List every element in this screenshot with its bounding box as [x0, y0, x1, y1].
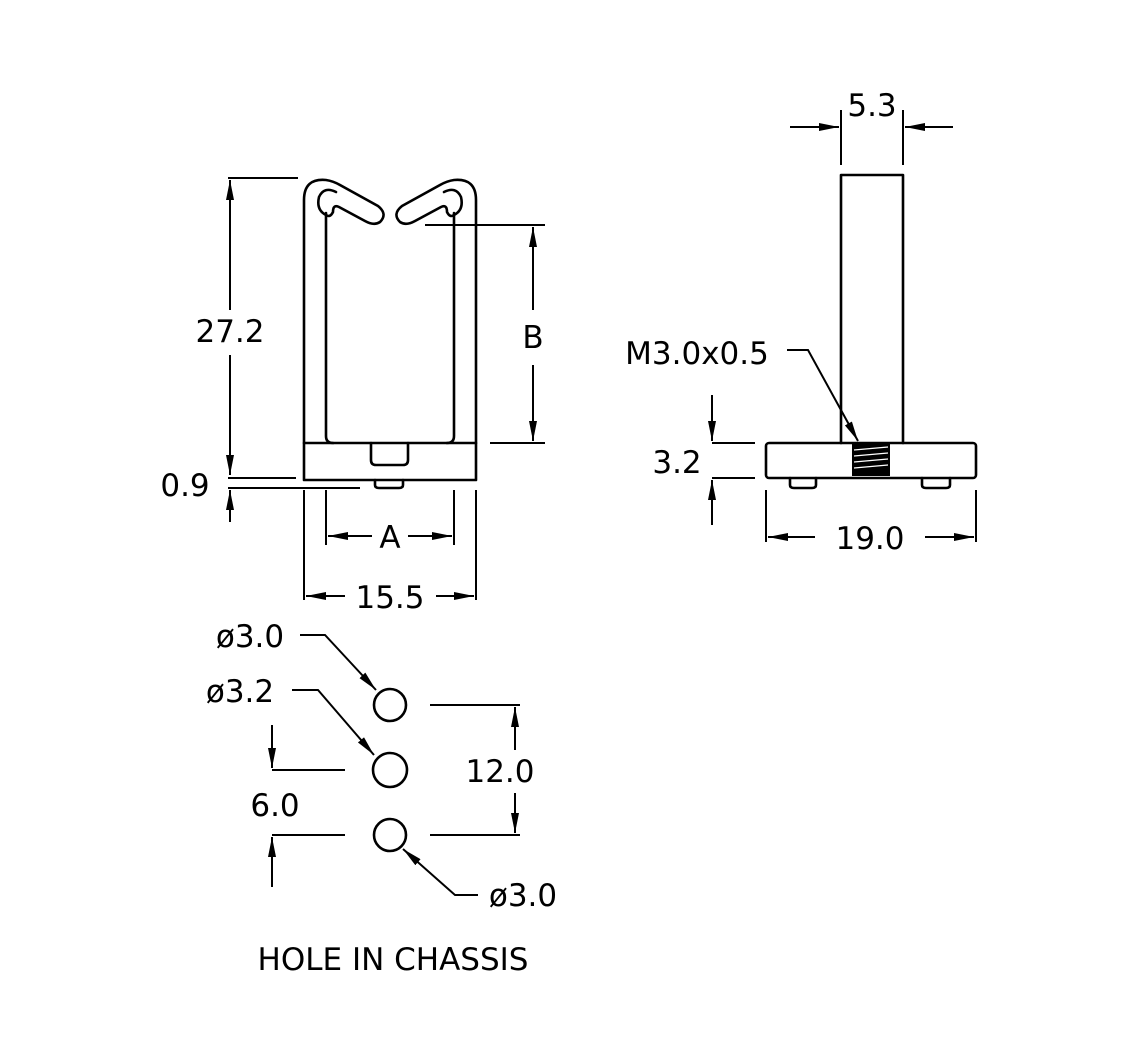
dimension-height-total: 27.2	[195, 177, 298, 475]
dimension-b: B	[425, 224, 545, 444]
dimension-stem-width: 5.3	[790, 88, 953, 165]
spacing-total-label: 12.0	[465, 754, 534, 790]
hole-pattern: ø3.0 ø3.2 ø3.0 12.0 6.0 HOLE IN CHASSIS	[206, 619, 557, 978]
dimension-base-thickness: 3.2	[652, 395, 755, 525]
dim-a-label: A	[379, 520, 400, 556]
dim-height-total-label: 27.2	[195, 314, 264, 350]
hole-bottom	[372, 817, 408, 853]
thread-icon	[852, 443, 890, 476]
thread-label: M3.0x0.5	[625, 336, 769, 372]
clip-side-view	[764, 173, 978, 490]
dim-base-offset-label: 0.9	[160, 468, 209, 504]
clip-front-view	[302, 178, 478, 490]
spacing-half-label: 6.0	[250, 788, 299, 824]
hole-bottom-label: ø3.0	[489, 878, 557, 914]
dim-b-label: B	[522, 320, 543, 356]
dimension-a: A	[325, 490, 455, 556]
dim-stem-width-label: 5.3	[847, 88, 896, 124]
dimension-base-offset: 0.9	[160, 468, 360, 522]
dimension-width-total: 15.5	[303, 490, 477, 616]
dim-base-thickness-label: 3.2	[652, 445, 701, 481]
dim-width-total-label: 15.5	[355, 580, 424, 616]
dimension-base-width: 19.0	[765, 490, 977, 557]
thread-callout: M3.0x0.5	[625, 336, 859, 442]
hole-middle-label: ø3.2	[206, 674, 274, 710]
hole-middle	[371, 751, 409, 789]
hole-caption: HOLE IN CHASSIS	[258, 942, 529, 978]
hole-top	[372, 687, 408, 723]
dim-base-width-label: 19.0	[835, 521, 904, 557]
hole-top-label: ø3.0	[216, 619, 284, 655]
